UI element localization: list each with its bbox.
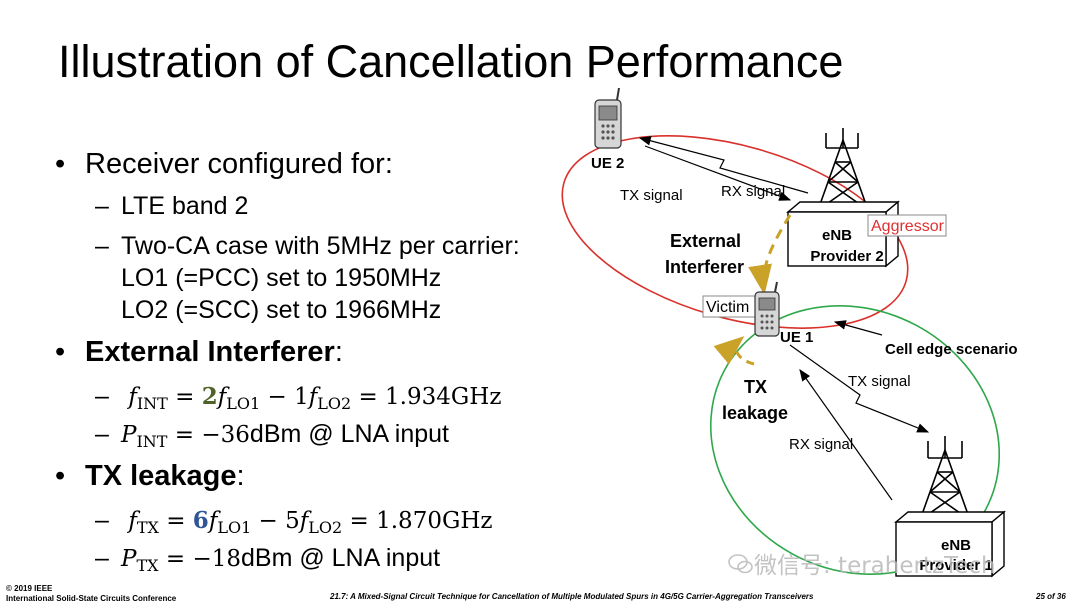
f-symbol: f [208,508,218,534]
f-symbol: f [308,384,318,410]
result: = 1.934GHz [351,384,502,410]
external-label: External [670,231,741,251]
rx-signal-arrow-bottom [799,369,893,501]
colon: : [334,336,343,368]
subbullet-lo1: LO1 (=PCC) set to 1950MHz [121,264,442,292]
cell-provider1 [709,305,1001,575]
subbullet-ca-case: –Two-CA case with 5MHz per carrier: [95,232,520,260]
subbullet-lo2: LO2 (=SCC) set to 1966MHz [121,296,442,324]
subbullet-band-text: LTE band 2 [121,192,249,220]
p-rest: dBm @ LNA input [240,544,441,572]
interferer-label: Interferer [665,257,744,277]
enb-bottom-label: eNB [941,537,971,554]
rx-signal-top-label: RX signal [721,183,785,200]
footer-copyright: © 2019 IEEE [6,584,53,593]
slide-title: Illustration of Cancellation Performance [58,36,844,87]
enb-box-provider1 [894,510,1006,578]
tx-signal-arrow-top [644,145,792,201]
phone-icon-ue2 [594,87,622,149]
minus-coef: − 1 [260,384,309,410]
bullet-tx-leakage: •TX leakage: [55,460,245,492]
bullet-receiver: •Receiver configured for: [55,148,393,180]
footer-conference: International Solid-State Circuits Confe… [6,594,177,603]
aggressor-label: Aggressor [871,218,945,235]
cell-edge-label: Cell edge scenario [885,341,1018,358]
bullet-external-interferer: •External Interferer: [55,336,343,368]
provider1-label: Provider 1 [919,557,992,574]
p-sub: INT [136,432,168,451]
bullet-tx-text: TX leakage [85,460,237,492]
colon: : [236,460,245,492]
equals: = [167,384,202,410]
subbullet-f-tx: – fTX = 6fLO1 − 5fLO2 = 1.870GHz [95,506,493,537]
bullet-receiver-text: Receiver configured for: [85,148,393,180]
f-sub: TX [136,518,159,537]
subbullet-f-int: – fINT = 2fLO1 − 1fLO2 = 1.934GHz [95,382,502,413]
f-symbol: f [299,508,309,534]
f-sub: LO1 [217,518,252,537]
subbullet-ca-text: Two-CA case with 5MHz per carrier: [121,232,520,260]
f-symbol: f [217,384,227,410]
f-sub: INT [136,394,168,413]
p-symbol: P [121,422,137,448]
wechat-icon [728,553,754,574]
f-sub: LO1 [226,394,261,413]
aggressor-box [867,214,947,237]
minus-coef: − 5 [251,508,300,534]
p-sub: TX [136,556,159,575]
equals: = [158,508,193,534]
f-symbol: f [128,384,137,410]
footer-page-number: 25 of 36 [1036,592,1066,601]
f-sub: LO2 [317,394,352,413]
p-value: = −36 [167,422,250,448]
phone-icon-ue1 [754,281,780,337]
footer-paper-title: 21.7: A Mixed-Signal Circuit Technique f… [330,592,814,601]
coef-lo1: 2 [201,383,218,410]
f-symbol: f [128,508,137,534]
footer-left: © 2019 IEEE International Solid-State Ci… [6,584,176,604]
subbullet-band: –LTE band 2 [95,192,249,220]
result: = 1.870GHz [342,508,493,534]
leakage-label: leakage [722,403,788,423]
tx-signal-bottom-label: TX signal [848,373,911,390]
external-interference-path [748,214,792,295]
bullet-ext-text: External Interferer [85,336,335,368]
ue2-label: UE 2 [591,155,624,172]
p-rest: dBm @ LNA input [249,420,450,448]
cell-edge-arrow [833,320,883,336]
rx-signal-bottom-label: RX signal [789,436,853,453]
enb-top-label: eNB [822,227,852,244]
ue1-label: UE 1 [780,329,813,346]
rx-signal-arrow-top [638,136,809,194]
p-value: = −18 [158,546,241,572]
tx-leakage-path [713,336,755,366]
watermark: 微信号: terahertzTech [728,546,996,580]
p-symbol: P [121,546,137,572]
victim-label: Victim [706,299,749,316]
coef-lo1: 6 [192,507,209,534]
subbullet-p-int: –PINT = −36dBm @ LNA input [95,420,450,451]
tower-icon-provider1 [919,436,971,521]
tx-label: TX [744,377,767,397]
tx-signal-arrow-bottom [789,344,930,433]
f-sub: LO2 [308,518,343,537]
watermark-text: 微信号: terahertzTech [754,553,996,579]
provider2-label: Provider 2 [810,248,883,265]
subbullet-p-tx: –PTX = −18dBm @ LNA input [95,544,441,575]
tx-signal-top-label: TX signal [620,187,683,204]
